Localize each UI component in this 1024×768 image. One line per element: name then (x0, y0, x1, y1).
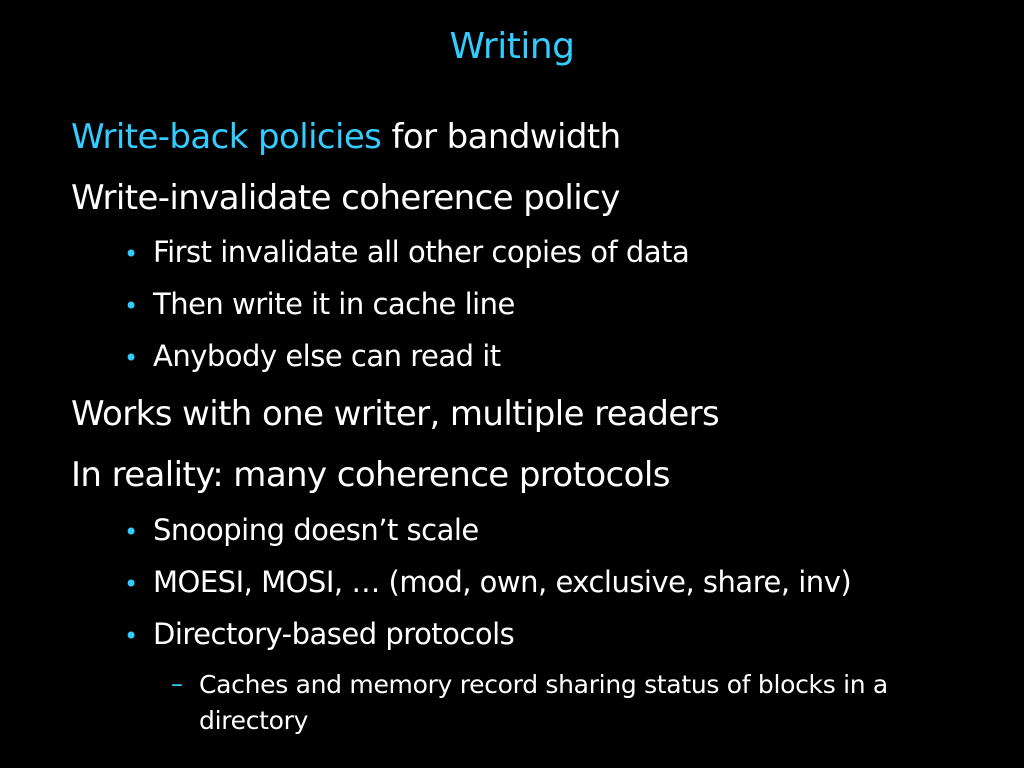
bullet-icon: • (124, 570, 139, 598)
bullet-icon: • (124, 292, 139, 320)
highlighted-term: Write-back policies (71, 117, 382, 157)
sub-bullet-directory: Directory-based protocols (153, 617, 515, 651)
sub-bullet-moesi: MOESI, MOSI, … (mod, own, exclusive, sha… (153, 565, 852, 599)
sub-sub-bullet-caches: Caches and memory record sharing status … (199, 670, 888, 699)
bullet-icon: • (124, 622, 139, 650)
body-line-in-reality: In reality: many coherence protocols (71, 455, 670, 495)
sub-bullet-then-write: Then write it in cache line (153, 287, 515, 321)
dash-icon: – (171, 670, 183, 698)
sub-bullet-first-invalidate: First invalidate all other copies of dat… (153, 235, 690, 269)
sub-bullet-snooping: Snooping doesn’t scale (153, 513, 479, 547)
sub-sub-bullet-caches-continued: directory (199, 706, 309, 735)
bullet-icon: • (124, 344, 139, 372)
body-text: for bandwidth (381, 117, 622, 157)
body-line-one-writer: Works with one writer, multiple readers (71, 394, 720, 434)
bullet-icon: • (124, 518, 139, 546)
slide-title: Writing (449, 26, 575, 67)
sub-bullet-anybody-read: Anybody else can read it (153, 339, 501, 373)
bullet-icon: • (124, 240, 139, 268)
body-line-write-invalidate: Write-invalidate coherence policy (71, 178, 620, 218)
body-line-write-back: Write-back policies for bandwidth (71, 117, 621, 157)
